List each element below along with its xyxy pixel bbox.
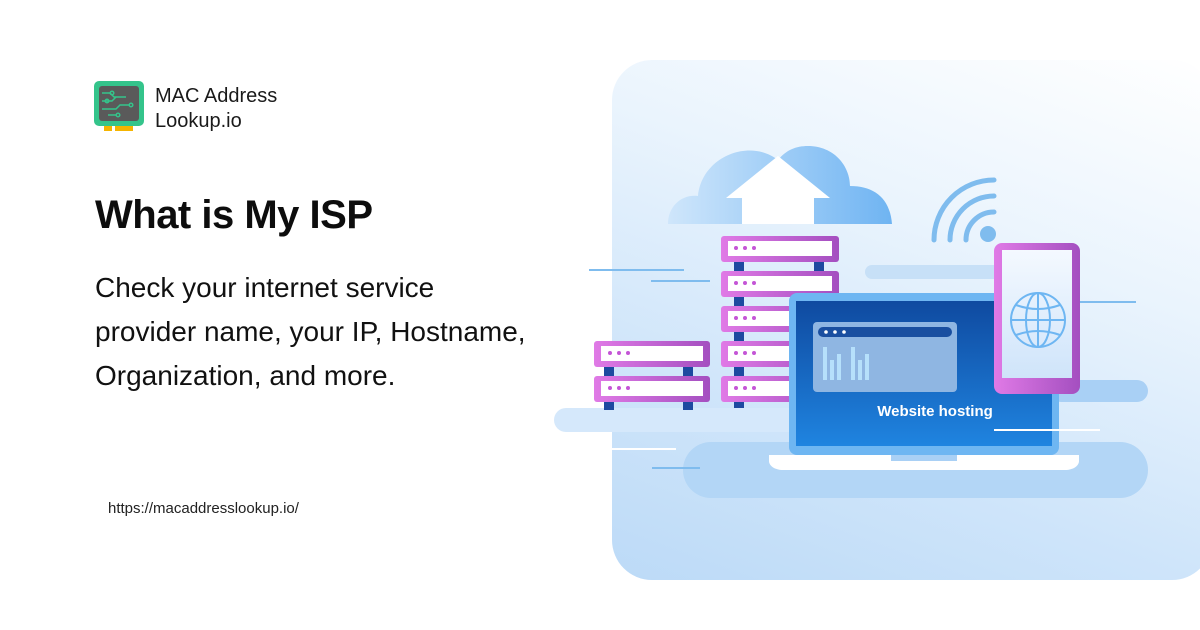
page-title: What is My ISP: [95, 193, 373, 237]
brand-line-1: MAC Address: [155, 85, 278, 107]
brand-line-2: Lookup.io: [155, 110, 242, 132]
logo-icon: [94, 81, 144, 131]
site-url[interactable]: https://macaddresslookup.io/: [108, 500, 299, 517]
globe-icon: [1010, 292, 1066, 348]
brand-name: MAC Address Lookup.io: [155, 84, 277, 134]
phone-icon: [994, 243, 1080, 394]
screen-label: Website hosting: [877, 403, 993, 420]
wifi-icon: [931, 177, 997, 243]
description: Check your internet service provider nam…: [95, 272, 526, 391]
cloud-upload-icon: [668, 146, 892, 224]
laptop-icon: Website hosting: [769, 293, 1100, 470]
